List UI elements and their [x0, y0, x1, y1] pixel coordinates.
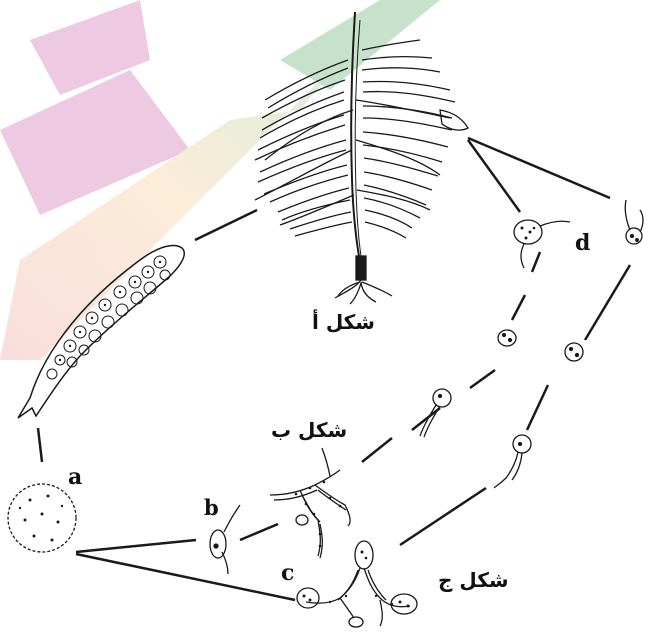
sperm-cell: [625, 200, 643, 244]
label-fig-b: شكل ب: [271, 420, 347, 440]
gametophyte-b: [270, 448, 350, 558]
gametophyte-c: [297, 541, 417, 627]
young-sporophyte-inner: [420, 389, 451, 437]
label-a: a: [68, 466, 82, 488]
label-c: c: [281, 562, 294, 584]
left-fronds: [255, 60, 352, 236]
connector-b-gametophyte: [240, 524, 278, 540]
plant-branch-right: [356, 100, 450, 210]
label-d: d: [575, 232, 590, 254]
label-b: b: [204, 497, 219, 518]
spore-connectors: [76, 540, 295, 600]
zygote-outer: [565, 343, 583, 361]
zygote-inner: [498, 330, 516, 346]
cycle-path-inner: [362, 252, 540, 462]
right-fronds: [362, 40, 455, 238]
spore-a: [8, 484, 76, 552]
connector-sporangium-spore: [38, 428, 42, 462]
plant-roots: [335, 280, 392, 304]
label-fig-c: شكل ج: [438, 570, 509, 590]
watermark-logo: [0, 0, 440, 360]
label-fig-a: شكل أ: [312, 312, 375, 332]
cycle-path-outer: [400, 265, 630, 545]
plant-holdfast: [356, 256, 366, 280]
fertile-connectors: [468, 138, 610, 212]
egg-d: [514, 220, 570, 268]
fertile-tip: [440, 110, 468, 130]
connector-plant-sporangium: [195, 210, 257, 240]
young-sporophyte-outer: [494, 435, 531, 488]
